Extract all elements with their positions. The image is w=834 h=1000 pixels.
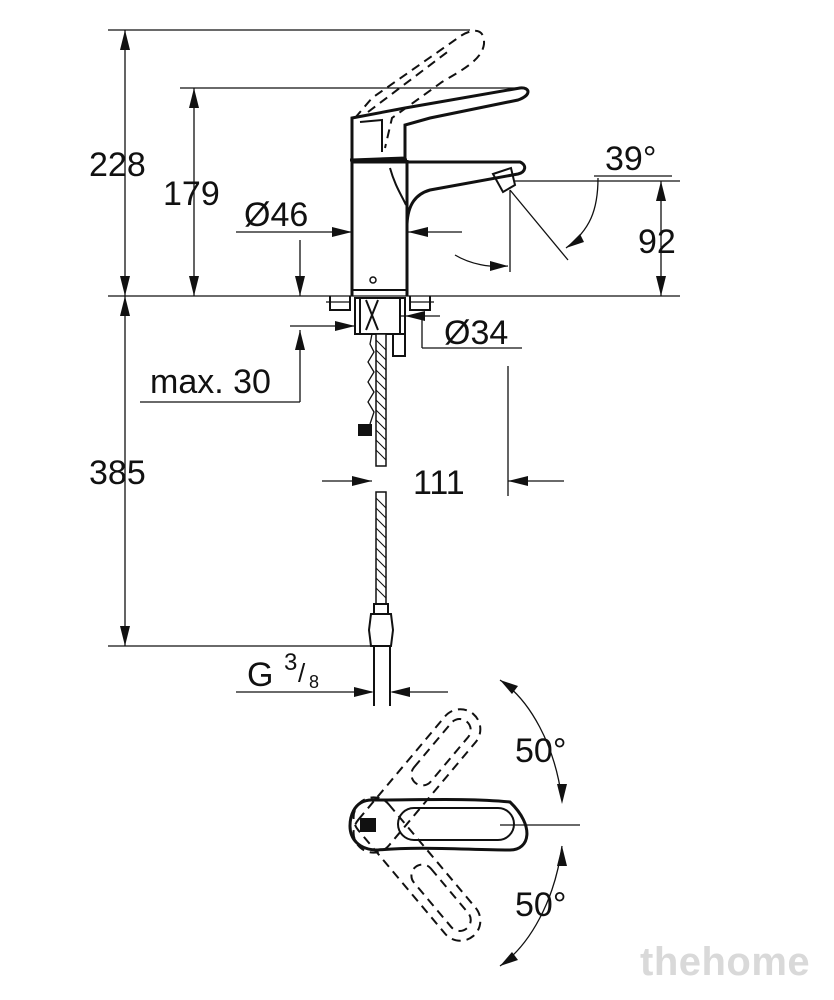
dimension-385: 385 [89,296,146,646]
lever-angle-right-label: 50° [515,886,566,924]
dimension-39-label: 39° [605,140,656,178]
dimension-111: 111 [322,366,564,502]
faucet-body [350,29,530,296]
thread-prefix-label: G [247,656,273,694]
svg-text:/: / [298,658,306,688]
thread-numerator-label: 3 [284,649,297,676]
hose-and-chain [358,333,395,706]
dimension-diameter-46-label: Ø46 [244,196,308,234]
deck-arrow [295,240,305,296]
lever-angle-left-label: 50° [515,732,566,770]
dimension-body-diameter: Ø46 [236,196,462,237]
dimension-385-label: 385 [89,454,146,492]
dimension-92-label: 92 [638,223,676,261]
dimension-228: 228 [89,30,146,296]
dimension-111-label: 111 [413,464,465,502]
dimension-diameter-34-label: Ø34 [444,314,508,352]
dimension-max-30-label: max. 30 [150,363,271,401]
watermark-text: thehome [640,940,810,984]
dimension-228-label: 228 [89,146,146,184]
dimension-max-deck: max. 30 [150,330,305,402]
dimension-92: 92 [638,181,676,296]
lever-top-view: 50° 50° [348,679,580,967]
dimension-179: 179 [163,88,220,296]
dimension-spout-angle: 39° [454,140,672,272]
thread-denominator-label: 8 [309,672,319,692]
mounting-assembly: Ø34 [290,296,522,357]
dimension-thread: G 3 / 8 [236,649,448,697]
dimension-179-label: 179 [163,175,220,213]
